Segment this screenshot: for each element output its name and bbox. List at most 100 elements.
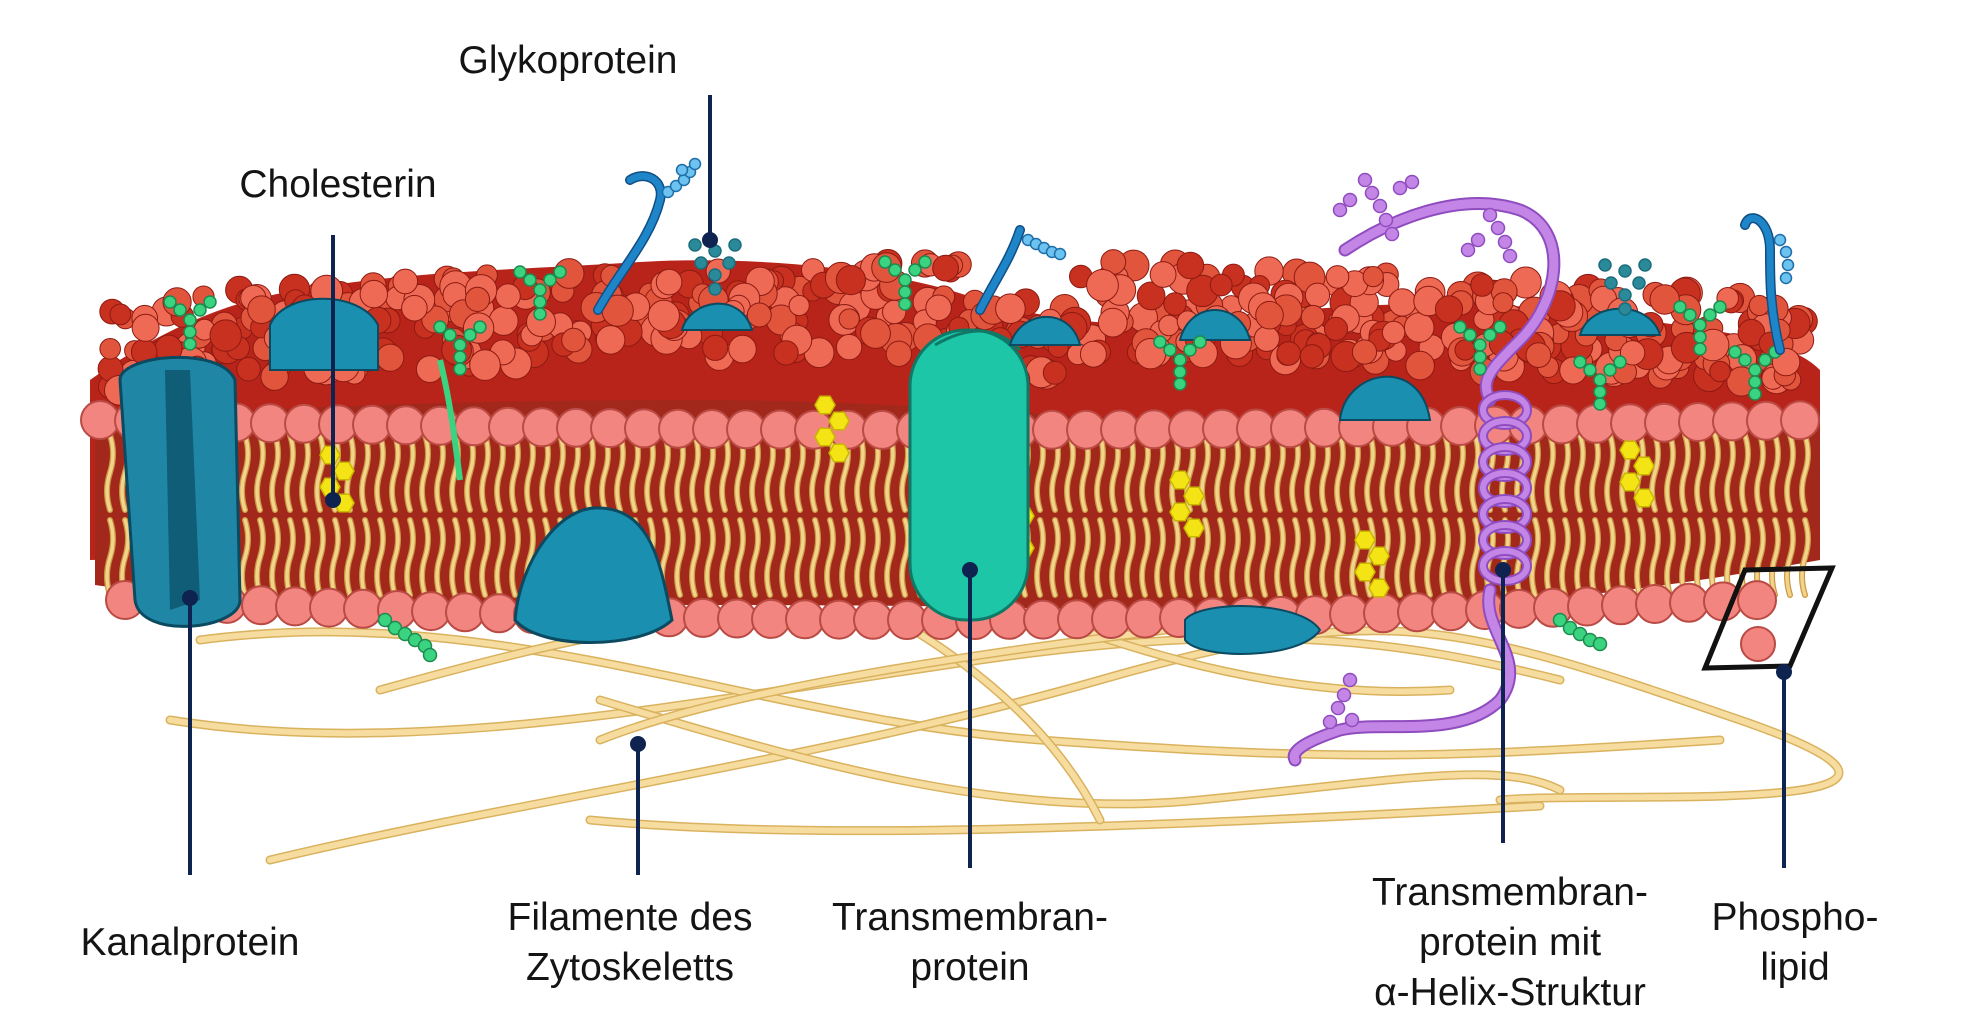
- phospholipid-head-upper: [1678, 402, 1718, 442]
- lipid-tail: [1215, 518, 1225, 597]
- helix-sugar-bead: [1460, 242, 1476, 258]
- phospholipid-head-upper: [1066, 409, 1106, 450]
- phospholipid-head-upper: [80, 400, 120, 440]
- phospholipid-head-lower: [1669, 582, 1709, 623]
- carbohydrate-chain: [1613, 355, 1627, 369]
- phospholipid-head-top: [1434, 295, 1464, 324]
- carbohydrate-chain: [523, 273, 537, 287]
- carbohydrate-chain: [1183, 343, 1197, 357]
- phospholipid-head-lower: [1397, 592, 1437, 633]
- lipid-tail: [1770, 433, 1780, 512]
- lipid-tail: [1545, 433, 1555, 512]
- lipid-tail: [885, 518, 895, 597]
- phospholipid-head-upper: [1440, 406, 1480, 446]
- phospholipid-head-top: [860, 318, 891, 349]
- lipid-tail: [1065, 433, 1075, 512]
- leader-filamente-dot: [630, 736, 646, 752]
- protein-back-mid: [1008, 315, 1082, 346]
- glycoprotein-sugar: [1618, 264, 1632, 278]
- lipid-tail: [1530, 518, 1540, 597]
- lipid-tail: [660, 433, 670, 512]
- inner-sugar-bead: [1552, 612, 1568, 628]
- phospholipid-head-upper: [250, 403, 290, 444]
- leader-glykoprotein-dot: [702, 232, 718, 248]
- phospholipid-head-top: [495, 283, 521, 309]
- lipid-tail: [300, 518, 310, 597]
- lipid-tail: [735, 518, 745, 597]
- lipid-tail: [1710, 518, 1720, 597]
- carbohydrate-chain: [1173, 377, 1187, 391]
- lipid-tail: [1695, 433, 1705, 512]
- lipid-tail: [285, 518, 295, 597]
- lipid-tail: [1440, 433, 1450, 512]
- lipid-tail: [270, 433, 280, 512]
- protein-back-left: [269, 297, 379, 371]
- phospholipid-head-top: [464, 286, 491, 312]
- lipid-tail: [1695, 518, 1705, 597]
- glycoprotein-sugar: [708, 268, 722, 282]
- helix-sugar-bead: [1482, 207, 1498, 223]
- lipid-tail: [1230, 518, 1240, 597]
- lipid-tail: [315, 518, 325, 597]
- cholesterol-ring: [1619, 440, 1641, 460]
- phospholipid-head-top: [1737, 318, 1766, 347]
- lipid-tail: [450, 518, 460, 597]
- phospholipid-head-top: [1042, 360, 1067, 385]
- lipid-tail: [1425, 518, 1435, 597]
- lipid-tail: [1590, 518, 1600, 597]
- lipid-tail: [900, 518, 910, 597]
- lipid-tail: [1575, 518, 1585, 597]
- phospholipid-head-lower: [1737, 580, 1777, 621]
- phospholipid-head-top: [773, 340, 799, 366]
- phospholipid-head-top: [1362, 266, 1384, 288]
- lipid-tail: [675, 518, 685, 597]
- carbohydrate-chain: [203, 295, 217, 309]
- lipid-tail: [240, 433, 250, 512]
- lipid-tail: [1035, 518, 1045, 597]
- lipid-tail: [1095, 518, 1105, 597]
- carbohydrate-chain: [1748, 387, 1762, 401]
- lipid-tail: [1560, 518, 1570, 597]
- carbohydrate-chain: [543, 273, 557, 287]
- carbohydrate-chain: [1728, 345, 1742, 359]
- phospholipid-head-top: [1158, 314, 1180, 337]
- lipid-tail: [1470, 518, 1480, 597]
- filament: [587, 803, 1543, 834]
- phospholipid-head-top: [1405, 350, 1435, 381]
- helix-sugar-bead: [1372, 198, 1388, 214]
- carbohydrate-chain: [183, 313, 197, 327]
- phospholipid-head-top: [1097, 307, 1128, 338]
- cytoskeleton-filaments: [165, 575, 1844, 865]
- phospholipid-head-top: [1079, 340, 1107, 368]
- label-filamente-des-zytoskeletts: Filamente des Zytoskeletts: [507, 896, 753, 989]
- lipid-tail: [345, 518, 355, 597]
- cholesterol-ring: [333, 461, 355, 481]
- lipid-tail: [1365, 433, 1375, 512]
- carbohydrate-chain: [163, 295, 177, 309]
- lipid-tail: [1665, 518, 1675, 597]
- phospholipid-head-top: [1525, 342, 1552, 369]
- lipid-tail: [795, 518, 805, 597]
- phospholipid-head-upper: [1202, 408, 1242, 449]
- lipid-tail: [705, 518, 715, 597]
- phospholipid-head-lower: [683, 597, 723, 638]
- phospholipid-head-top: [746, 302, 772, 328]
- carbohydrate-chain: [1463, 328, 1477, 342]
- label-transmembranprotein-alpha-helix: Transmembran- protein mit α-Helix-Strukt…: [1372, 871, 1648, 1014]
- phospholipid-head-top: [1253, 325, 1280, 352]
- lipid-tail: [1275, 518, 1285, 597]
- lipid-tail: [1680, 433, 1690, 512]
- lipid-tail: [1305, 518, 1315, 597]
- phospholipid-head-top: [728, 334, 757, 364]
- helix-sugar-bead: [1384, 226, 1400, 242]
- carbohydrate-chain: [1163, 343, 1177, 357]
- lipid-tail: [1095, 433, 1105, 512]
- phospholipid-head-upper: [1780, 400, 1820, 441]
- phospholipid-head-upper: [1270, 408, 1310, 449]
- glycoprotein-sugar: [1632, 276, 1646, 290]
- leader-helix-protein-dot: [1495, 562, 1511, 578]
- lipid-tail: [1785, 433, 1795, 512]
- lipid-tail: [300, 433, 310, 512]
- carbohydrate-chain: [1583, 363, 1597, 377]
- blue-sugar-chain-bead: [675, 163, 689, 177]
